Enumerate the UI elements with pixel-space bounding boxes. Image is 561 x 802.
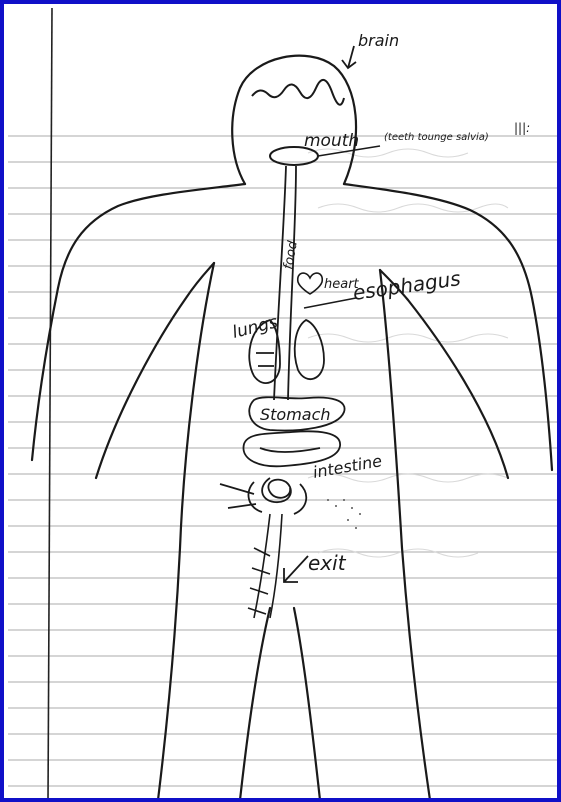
notebook-page: brain mouth (teeth tounge salvia) |||: f…	[8, 8, 561, 802]
exit-label: exit	[308, 551, 347, 575]
body-outline	[32, 56, 552, 800]
right-inner-arm	[380, 270, 508, 478]
esophagus-pointer	[304, 298, 356, 308]
left-shoulder-arm	[32, 184, 245, 460]
leg-inner-right	[294, 608, 320, 800]
pencil-specks	[327, 499, 361, 529]
bleed-through-marks	[308, 149, 508, 557]
heart-icon	[298, 273, 323, 294]
mouth-note-tail: |||:	[514, 121, 530, 135]
margin-line	[48, 8, 52, 802]
mouth-note-label: (teeth tounge salvia)	[384, 132, 489, 143]
ruled-lines	[8, 136, 561, 786]
brain-marking	[252, 80, 344, 105]
brain-arrow-icon	[342, 46, 356, 68]
leg-inner-left	[240, 608, 270, 800]
lungs-label: lungs	[230, 312, 280, 343]
esophagus-tube	[274, 166, 296, 400]
brain-label: brain	[358, 31, 399, 50]
right-shoulder-arm	[344, 184, 552, 470]
mouth-label: mouth	[304, 131, 359, 151]
torso-right	[380, 270, 430, 800]
intestine-coil	[220, 478, 306, 514]
stomach-label: Stomach	[260, 405, 331, 424]
colon-tube	[248, 514, 282, 618]
